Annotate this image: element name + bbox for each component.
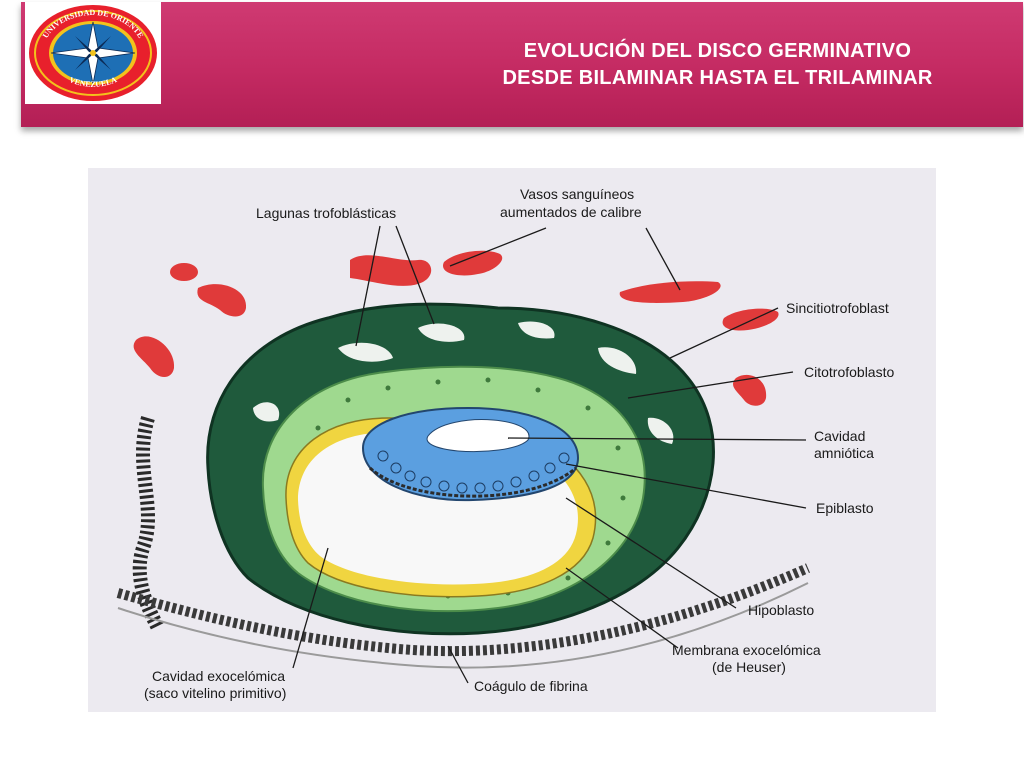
logo-text-bottom: VENEZUELA bbox=[68, 75, 118, 89]
label-membrana-line1: Membrana exocelómica bbox=[672, 642, 821, 658]
label-exocel-line2: (saco vitelino primitivo) bbox=[144, 685, 287, 701]
cavidad-amniotica bbox=[426, 419, 530, 453]
label-lagunas: Lagunas trofoblásticas bbox=[256, 205, 397, 221]
label-amnio-line1: Cavidad bbox=[814, 428, 866, 444]
label-membrana-line2: (de Heuser) bbox=[712, 659, 786, 675]
title-line-1: EVOLUCIÓN DEL DISCO GERMINATIVO bbox=[523, 40, 912, 62]
label-epiblasto: Epiblasto bbox=[816, 500, 874, 516]
label-sincitio: Sincitiotrofoblast bbox=[786, 300, 889, 316]
label-vasos-line1: Vasos sanguíneos bbox=[520, 186, 635, 202]
hipoblasto-layer bbox=[368, 466, 577, 498]
label-cito: Citotrofoblasto bbox=[804, 364, 895, 380]
compass-rose-seal-icon bbox=[50, 21, 136, 85]
title-line-2: DESDE BILAMINAR HASTA EL TRILAMINAR bbox=[502, 67, 933, 89]
uterine-epithelium bbox=[116, 415, 811, 669]
svg-text:VENEZUELA: VENEZUELA bbox=[68, 75, 118, 89]
label-hipoblasto: Hipoblasto bbox=[748, 602, 815, 618]
embryo-diagram: Lagunas trofoblásticas Vasos sanguíneos … bbox=[88, 168, 936, 712]
label-amnio-line2: amniótica bbox=[814, 445, 874, 461]
epiblast-cells bbox=[377, 450, 570, 494]
label-vasos-line2: aumentados de calibre bbox=[500, 204, 642, 220]
label-exocel-line1: Cavidad exocelómica bbox=[152, 668, 286, 684]
header-bar bbox=[21, 2, 1023, 127]
label-coagulo: Coágulo de fibrina bbox=[474, 678, 588, 694]
university-logo: UNIVERSIDAD DE ORIENTE VENEZUELA bbox=[25, 2, 161, 104]
page-title: EVOLUCIÓN DEL DISCO GERMINATIVO DESDE BI… bbox=[440, 38, 995, 92]
leader-lines bbox=[292, 225, 807, 684]
lagunas-trofoblasticas bbox=[253, 321, 674, 444]
